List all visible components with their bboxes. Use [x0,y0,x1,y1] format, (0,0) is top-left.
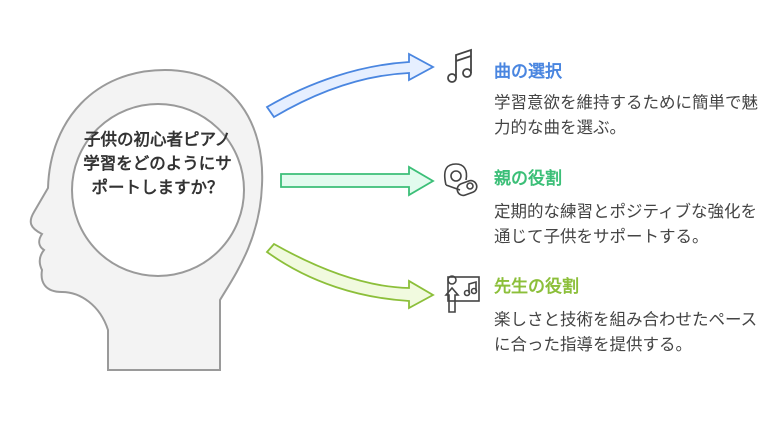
music-note-icon [447,48,472,83]
arrow-1 [265,52,435,119]
item-title-teacher-role: 先生の役割 [494,277,579,297]
center-question: 子供の初心者ピアノ学習をどのようにサポートしますか？ [83,130,232,197]
parent-baby-icon [443,163,478,197]
teacher-music-icon [444,275,480,313]
item-title-song-selection: 曲の選択 [494,62,562,82]
arrow-3 [265,242,435,310]
item-description-song-selection: 学習意欲を維持するために簡単で魅力的な曲を選ぶ。 [494,93,758,137]
arrow-2 [280,165,435,197]
item-title-parent-role: 親の役割 [494,169,562,189]
item-description-teacher-role: 楽しさと技術を組み合わせたペースに合った指導を提供する。 [494,310,758,354]
center-circle [71,103,245,277]
item-description-parent-role: 定期的な練習とポジティブな強化を通じて子供をサポートする。 [494,202,758,246]
